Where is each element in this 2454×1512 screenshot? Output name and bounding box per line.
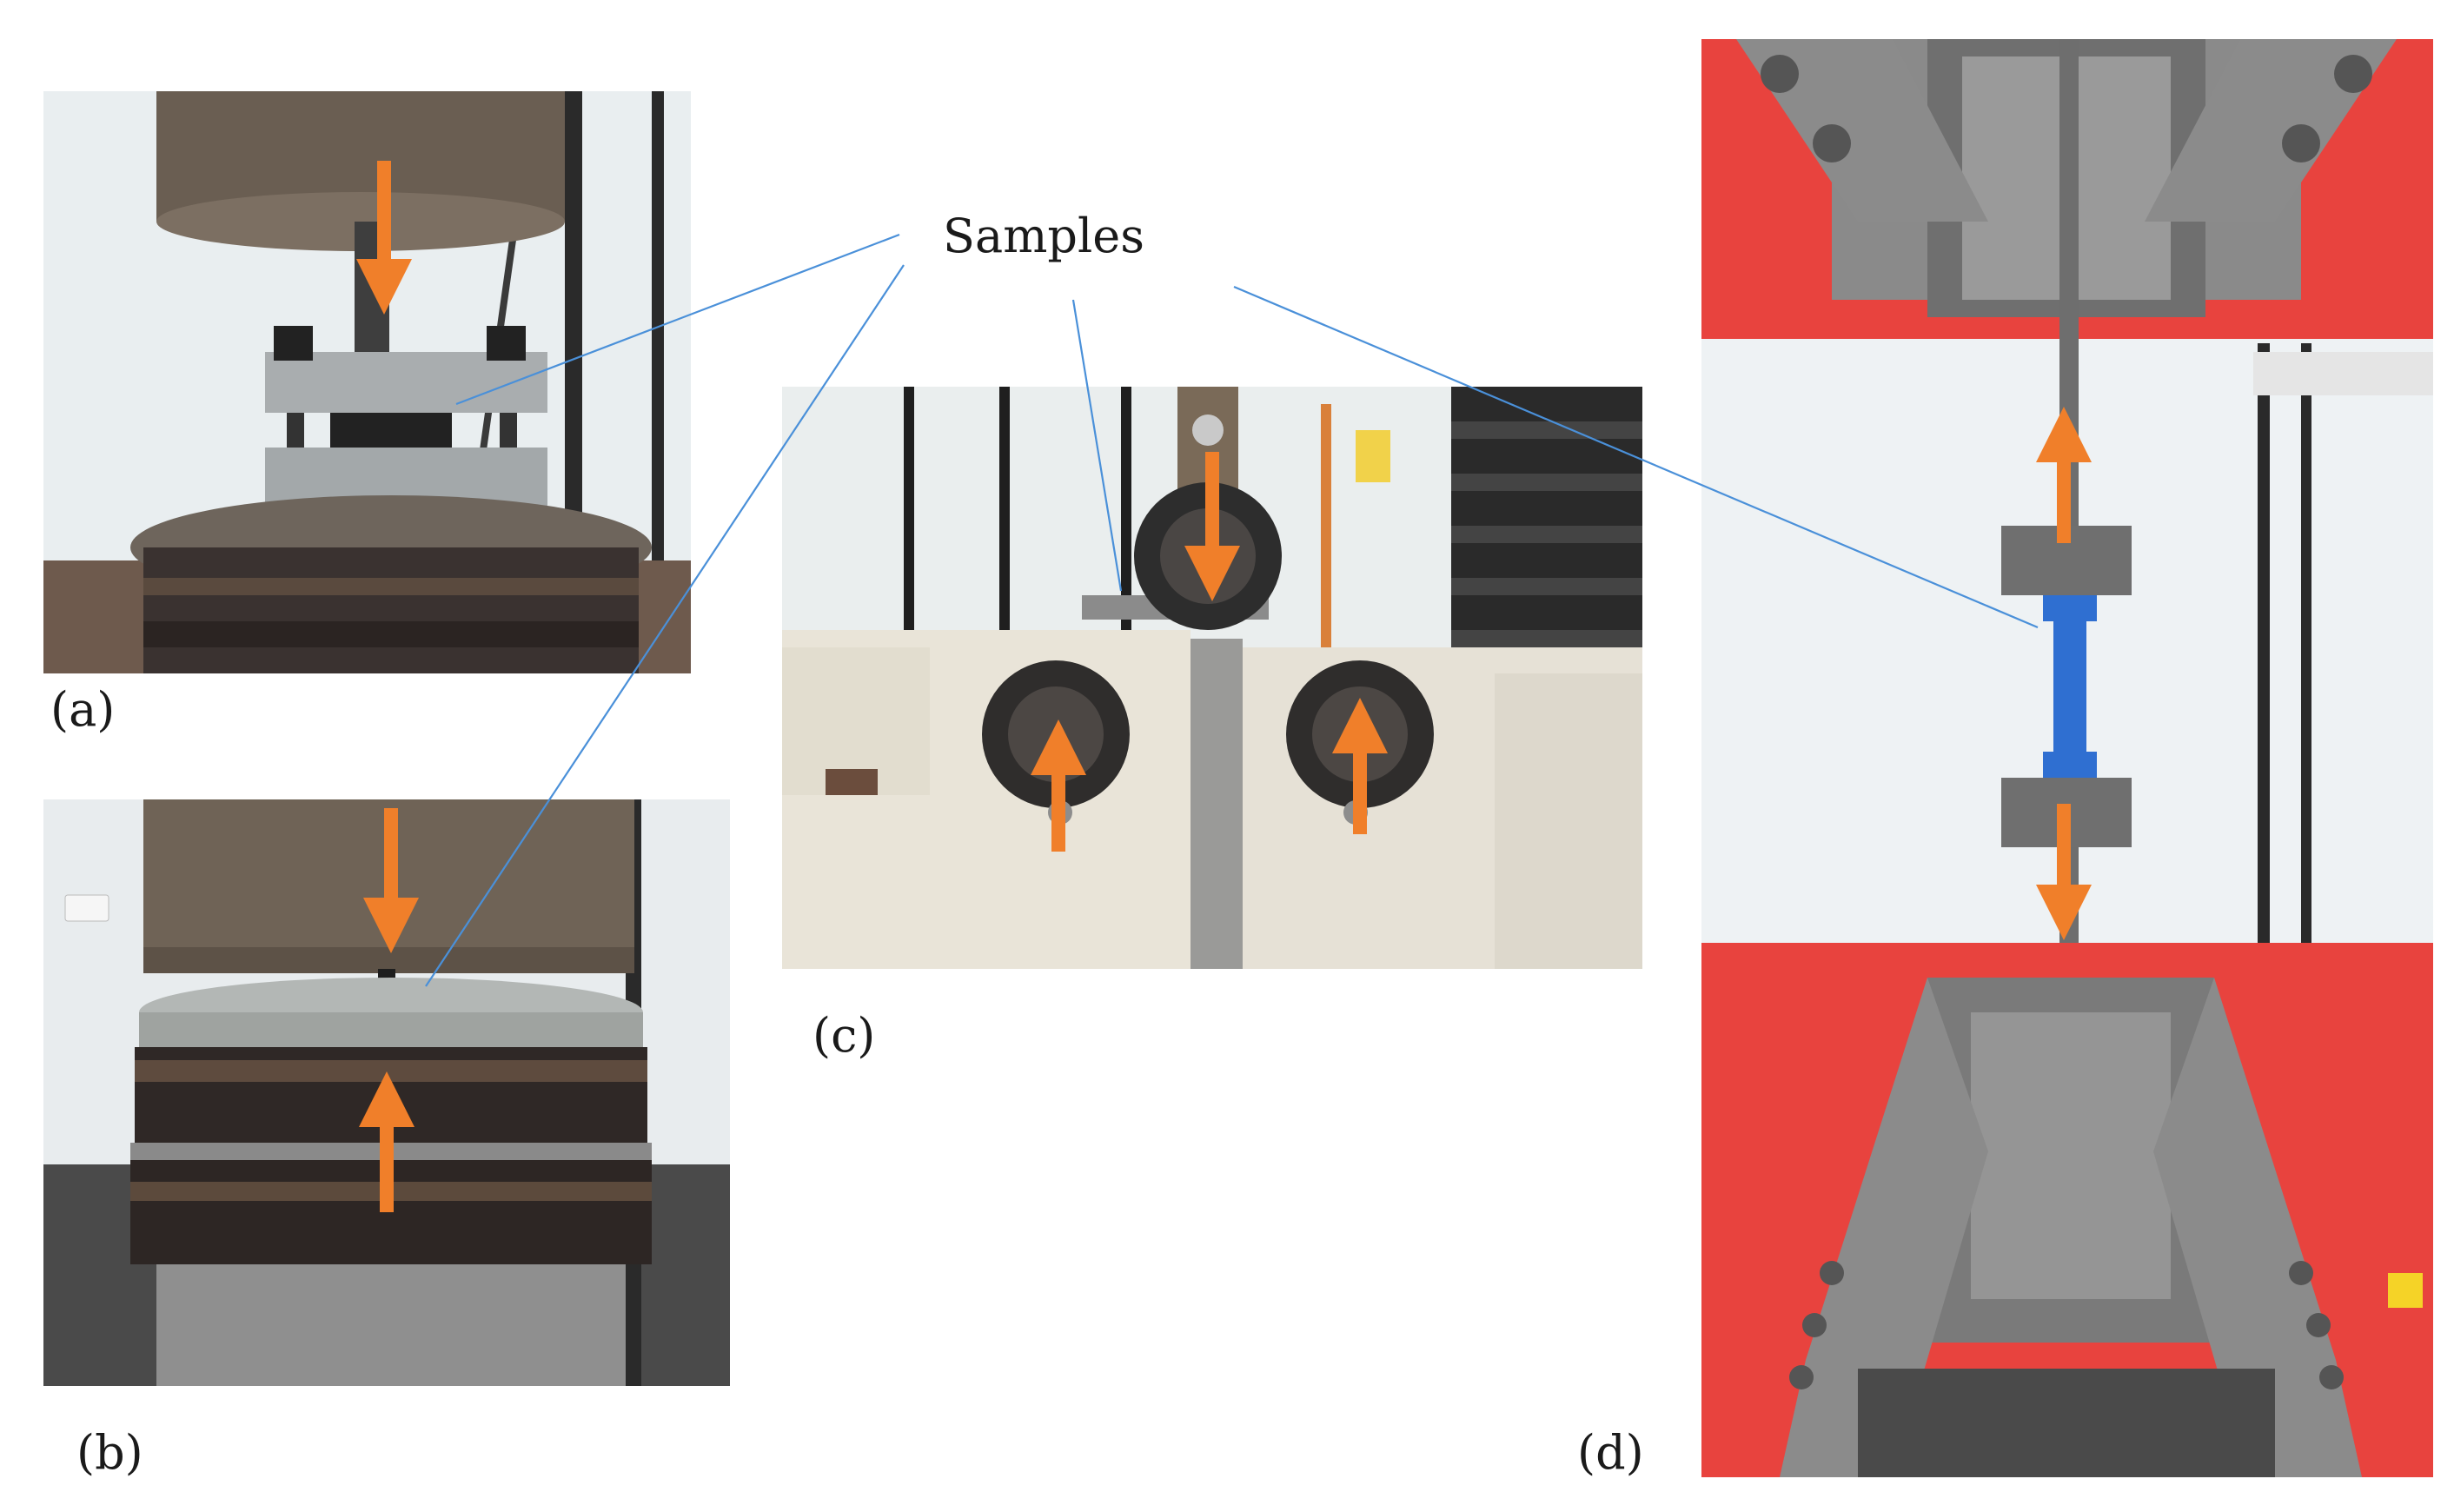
panel-d-photo xyxy=(1701,39,2433,1477)
panel-label-c: (c) xyxy=(812,1008,876,1063)
panel-a-photo xyxy=(43,91,691,673)
panel-c-photo xyxy=(782,387,1642,969)
panel-label-d: (d) xyxy=(1577,1425,1644,1480)
panel-label-b: (b) xyxy=(76,1425,143,1480)
samples-callout: Samples xyxy=(943,209,1144,263)
panel-b-photo xyxy=(43,799,730,1386)
panel-label-a: (a) xyxy=(50,682,116,737)
